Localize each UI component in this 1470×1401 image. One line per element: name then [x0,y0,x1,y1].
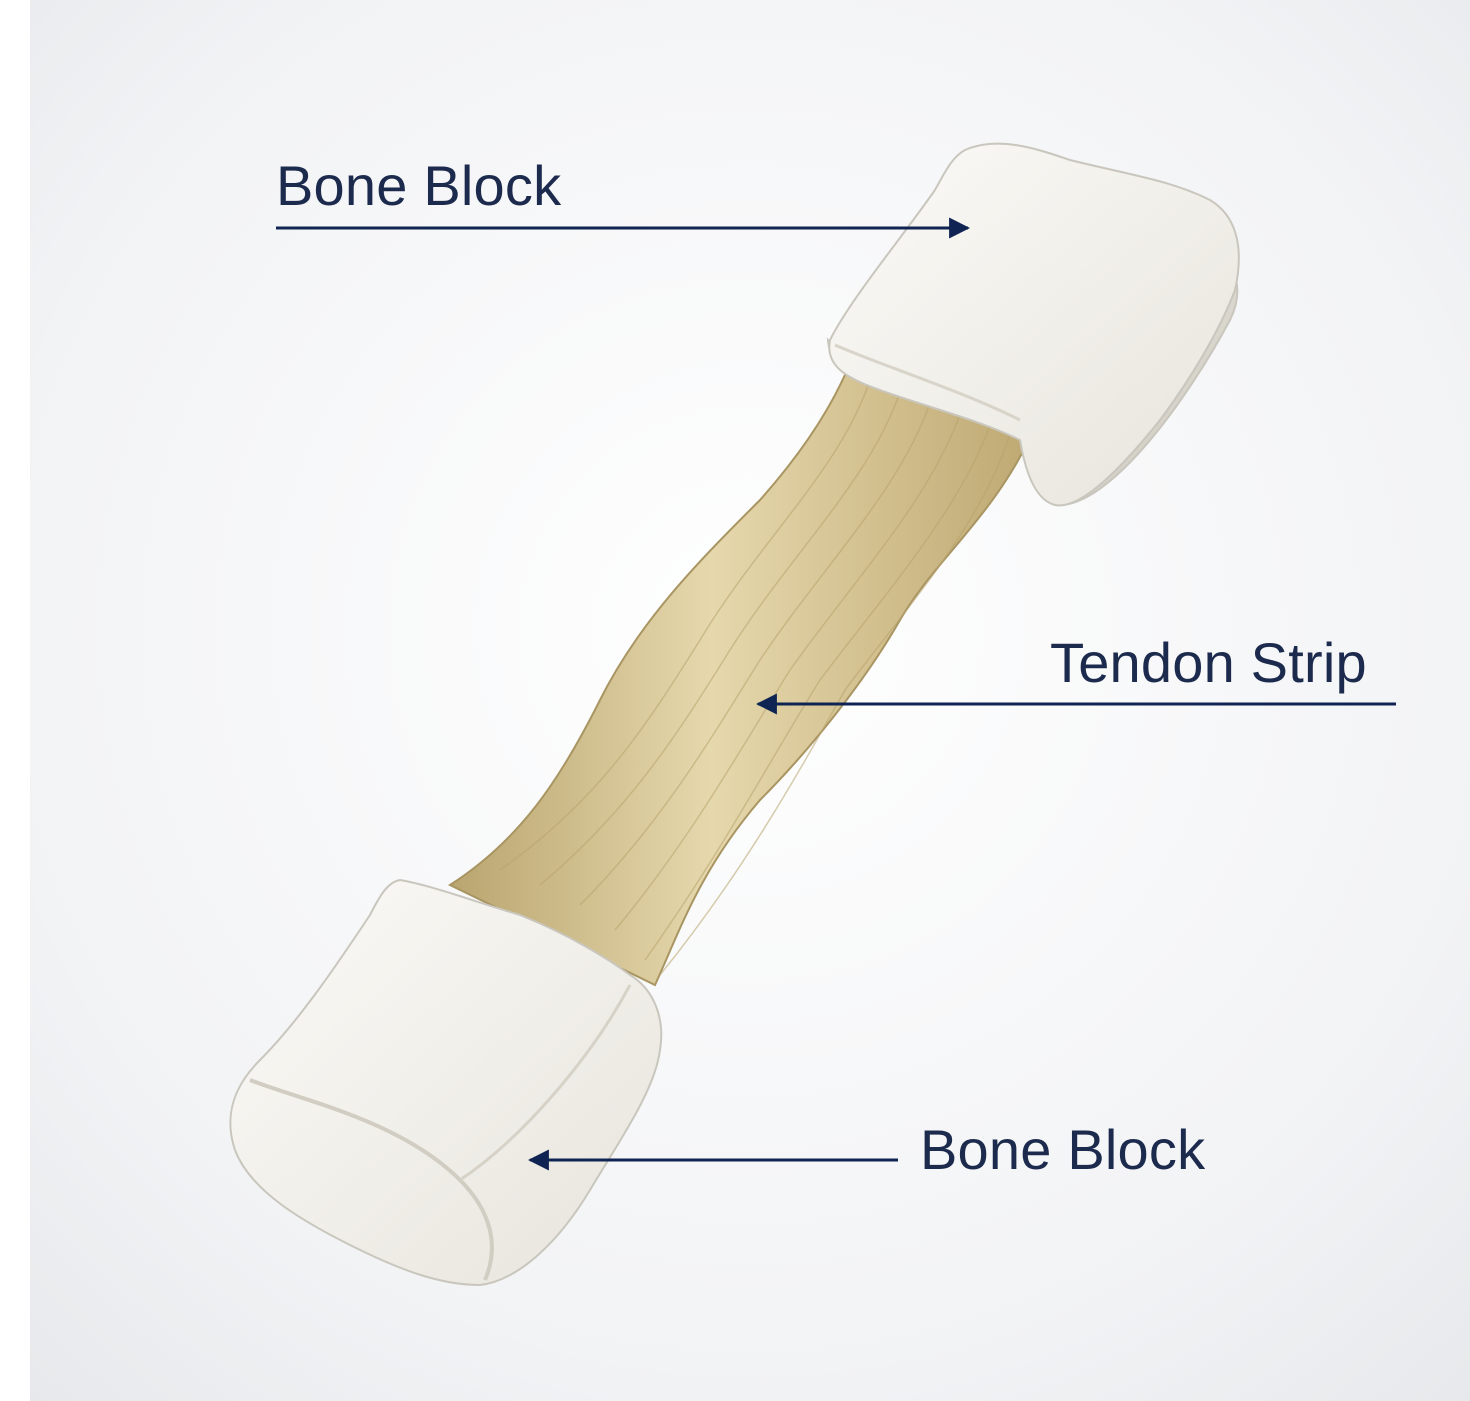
left-margin [0,0,30,1401]
label-bone-block-bottom: Bone Block [920,1122,1205,1178]
label-bone-block-top: Bone Block [276,158,561,214]
label-tendon-strip: Tendon Strip [1050,635,1367,691]
